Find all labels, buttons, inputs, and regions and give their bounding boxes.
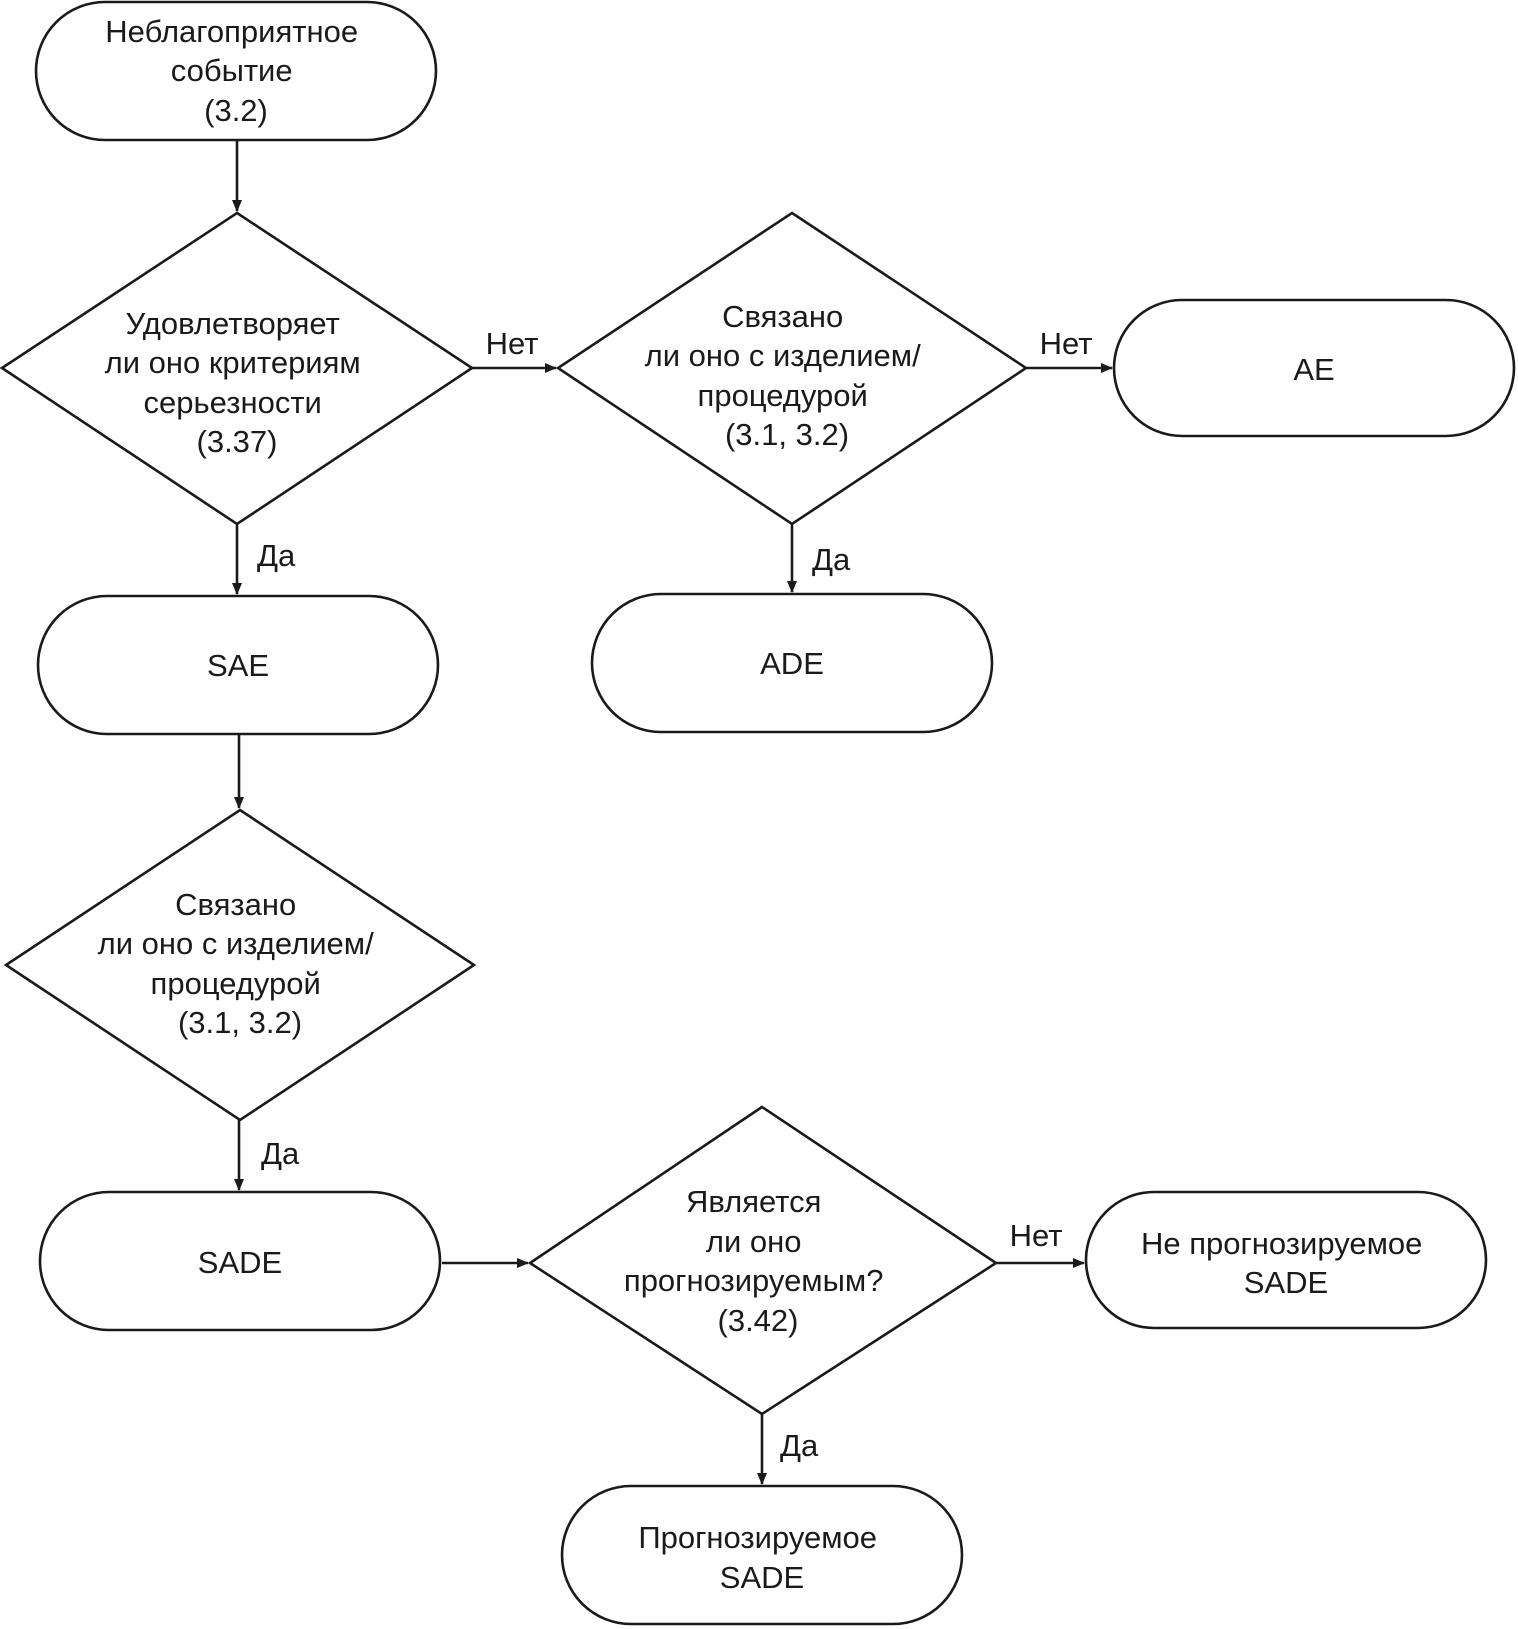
node-sae: SAE bbox=[36, 594, 440, 736]
decision-serious-criteria: Удовлетворяет ли оно критериям серьезнос… bbox=[0, 211, 475, 526]
node-start-line-1: Неблагоприятное bbox=[105, 14, 358, 49]
node-start-line-3: (3.2) bbox=[204, 93, 268, 128]
node-ade-label: ADE bbox=[760, 646, 824, 681]
node-sade-label: SADE bbox=[198, 1245, 282, 1280]
svg-text:Удовлетворяет ли оно кри: Удовлетворяет ли оно критериям серьезнос… bbox=[105, 306, 370, 459]
decision-related-top-line-3: процедурой bbox=[698, 378, 868, 413]
svg-text:SADE: SADE bbox=[198, 1245, 282, 1280]
node-ade: ADE bbox=[590, 592, 994, 734]
node-not-expected-line-1: Не прогнозируемое bbox=[1141, 1226, 1422, 1261]
decision-expected-line-4: (3.42) bbox=[718, 1303, 799, 1338]
node-sade: SADE bbox=[38, 1190, 442, 1332]
node-ae-label: AE bbox=[1293, 352, 1334, 387]
edge-label-expected-yes: Да bbox=[780, 1428, 819, 1463]
node-start-adverse-event: Неблагоприятное событие (3.2) bbox=[34, 0, 438, 142]
decision-related-top-line-2: ли оно с изделием/ bbox=[645, 338, 921, 373]
edge-label-expected-no: Нет bbox=[1010, 1218, 1063, 1253]
decision-expected-line-3: прогнозируемым? bbox=[624, 1263, 884, 1298]
edge-label-related-bottom-yes: Да bbox=[261, 1136, 300, 1171]
svg-text:ADE: ADE bbox=[760, 646, 824, 681]
edge-label-serious-no: Нет bbox=[486, 326, 539, 361]
decision-expected: Является ли оно прогнозируемым? (3.42) bbox=[527, 1105, 999, 1416]
svg-text:Связано ли оно с изделие: Связано ли оно с изделием/ процедурой (3… bbox=[98, 887, 383, 1040]
decision-related-bottom: Связано ли оно с изделием/ процедурой (3… bbox=[3, 808, 477, 1122]
edge-label-serious-yes: Да bbox=[257, 538, 296, 573]
decision-serious-line-2: ли оно критериям bbox=[105, 345, 361, 380]
decision-related-bottom-line-3: процедурой bbox=[151, 966, 321, 1001]
svg-text:Прогнозируемое SADE: Прогнозируемое SADE bbox=[638, 1520, 885, 1595]
node-start-line-2: событие bbox=[171, 53, 293, 88]
decision-related-top-line-4: (3.1, 3.2) bbox=[725, 417, 849, 452]
decision-related-top-line-1: Связано bbox=[722, 299, 843, 334]
decision-related-top: Связано ли оно с изделием/ процедурой (3… bbox=[555, 211, 1029, 526]
node-not-expected-line-2: SADE bbox=[1244, 1265, 1328, 1300]
decision-serious-line-3: серьезности bbox=[144, 385, 322, 420]
decision-related-bottom-line-4: (3.1, 3.2) bbox=[178, 1005, 302, 1040]
node-expected-sade: Прогнозируемое SADE bbox=[560, 1484, 964, 1626]
edge-label-related-top-no: Нет bbox=[1040, 326, 1093, 361]
svg-text:SAE: SAE bbox=[207, 648, 269, 683]
decision-expected-line-1: Является bbox=[686, 1184, 821, 1219]
node-expected-line-1: Прогнозируемое bbox=[638, 1520, 877, 1555]
decision-serious-line-4: (3.37) bbox=[197, 424, 278, 459]
svg-text:Не прогнозируемое SADE: Не прогнозируемое SADE bbox=[1141, 1226, 1431, 1300]
decision-related-bottom-line-2: ли оно с изделием/ bbox=[98, 926, 374, 961]
decision-related-bottom-line-1: Связано bbox=[175, 887, 296, 922]
svg-text:Является ли оно пр: Является ли оно прогнозируемым? (3.42) bbox=[624, 1184, 892, 1338]
decision-expected-line-2: ли оно bbox=[706, 1224, 802, 1259]
svg-text:Связано ли оно с изделие: Связано ли оно с изделием/ процедурой (3… bbox=[645, 299, 930, 452]
node-not-expected-sade: Не прогнозируемое SADE bbox=[1084, 1190, 1488, 1330]
node-sae-label: SAE bbox=[207, 648, 269, 683]
svg-text:AE: AE bbox=[1293, 352, 1334, 387]
svg-text:Неблагоприятное событие: Неблагоприятное событие (3.2) bbox=[105, 14, 366, 128]
edge-label-related-top-yes: Да bbox=[812, 542, 851, 577]
node-expected-line-2: SADE bbox=[720, 1560, 804, 1595]
decision-serious-line-1: Удовлетворяет bbox=[126, 306, 340, 341]
node-ae: AE bbox=[1112, 298, 1516, 438]
